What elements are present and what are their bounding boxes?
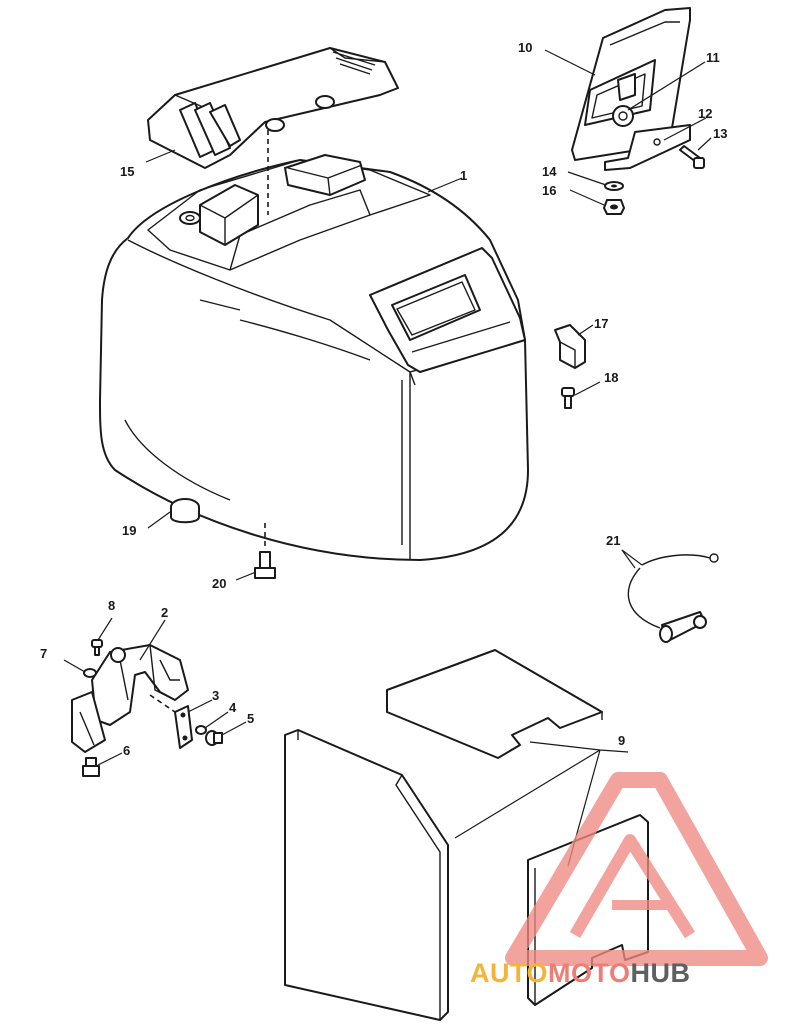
washer-part-4: [195, 725, 207, 735]
screw-part-8: [91, 639, 103, 656]
latch-part-11: [612, 105, 634, 127]
nut-part-16: [603, 199, 625, 215]
pad-left-part-9: [284, 729, 449, 1021]
bracket-part-12: [604, 124, 691, 171]
lanyard-part-21: [627, 553, 719, 643]
callout-19: 19: [122, 523, 136, 538]
pin-part-5: [205, 730, 223, 746]
grommet-part-19: [170, 498, 200, 524]
callout-2: 2: [161, 605, 168, 620]
clip-part-17: [554, 324, 586, 369]
callout-8: 8: [108, 598, 115, 613]
leader-lines: [63, 49, 712, 867]
callout-6: 6: [123, 743, 130, 758]
grille-cover-part-15: [147, 47, 399, 169]
callout-3: 3: [212, 688, 219, 703]
watermark-moto: MOTO: [548, 958, 631, 988]
callout-12: 12: [698, 106, 712, 121]
watermark-auto: AUTO: [470, 958, 548, 988]
callout-10: 10: [518, 40, 532, 55]
watermark-hub: HUB: [631, 958, 691, 988]
callout-13: 13: [713, 126, 727, 141]
watermark-triangle-inner: [569, 834, 696, 939]
callout-4: 4: [229, 700, 237, 715]
callout-11: 11: [706, 50, 720, 65]
callout-labels: 1 2 3 4 5 6 7 8 9 10 11 12 13 14 15 16 1…: [40, 40, 727, 758]
screw-part-6: [82, 757, 100, 777]
screw-part-18: [561, 387, 575, 409]
washer-part-14: [604, 181, 624, 191]
bracket-part-2: [71, 644, 189, 753]
callout-5: 5: [247, 711, 254, 726]
callout-9: 9: [618, 733, 625, 748]
callout-20: 20: [212, 576, 226, 591]
access-panel-part-10: [571, 7, 691, 161]
callout-1: 1: [460, 168, 467, 183]
screw-part-20: [254, 551, 276, 579]
watermark-triangle-outer: [505, 772, 768, 966]
callout-14: 14: [542, 164, 557, 179]
pad-top-part-9: [386, 649, 603, 759]
svg-text:AUTOMOTOHUB: AUTOMOTOHUB: [470, 958, 691, 988]
callout-17: 17: [594, 316, 608, 331]
plate-part-3: [174, 705, 193, 749]
top-cowl-part-1: [99, 154, 529, 561]
screw-part-13: [679, 145, 705, 169]
callout-21: 21: [606, 533, 620, 548]
watermark-triangle-icon: [505, 772, 768, 966]
washer-part-7: [83, 668, 97, 678]
callout-15: 15: [120, 164, 134, 179]
callout-7: 7: [40, 646, 47, 661]
callout-16: 16: [542, 183, 556, 198]
automotohub-watermark: AUTOMOTOHUB: [470, 772, 768, 988]
callout-18: 18: [604, 370, 618, 385]
